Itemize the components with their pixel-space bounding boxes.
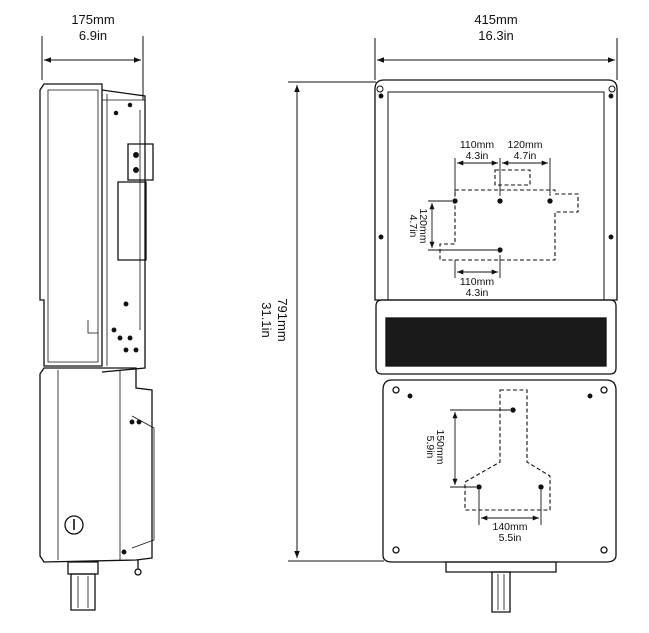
upper-vertical-in: 4.7in [407,215,419,238]
lower-vertical-mm: 150mm [434,429,446,464]
side-view [39,36,155,611]
front-width-mm: 415mm [474,12,517,27]
upper-bottom-mm: 110mm [460,276,494,288]
side-depth-in: 6.9in [79,28,107,43]
front-width-in: 16.3in [478,28,513,43]
upper-right-spacing-mm: 120mm [507,139,542,151]
front-view [288,38,618,613]
upper-bottom-in: 4.3in [466,287,489,299]
display-window [385,317,607,367]
front-height-in: 31.1in [259,302,274,337]
upper-right-spacing-in: 4.7in [514,150,537,162]
front-height-mm: 791mm [275,298,290,341]
upper-left-spacing-in: 4.3in [466,150,489,162]
side-depth-mm: 175mm [71,12,114,27]
lower-bottom-in: 5.5in [499,532,522,544]
lower-vertical-in: 5.9in [424,436,436,459]
upper-left-spacing-mm: 110mm [460,139,494,151]
upper-vertical-mm: 120mm [417,208,429,243]
lower-bottom-mm: 140mm [492,521,527,533]
